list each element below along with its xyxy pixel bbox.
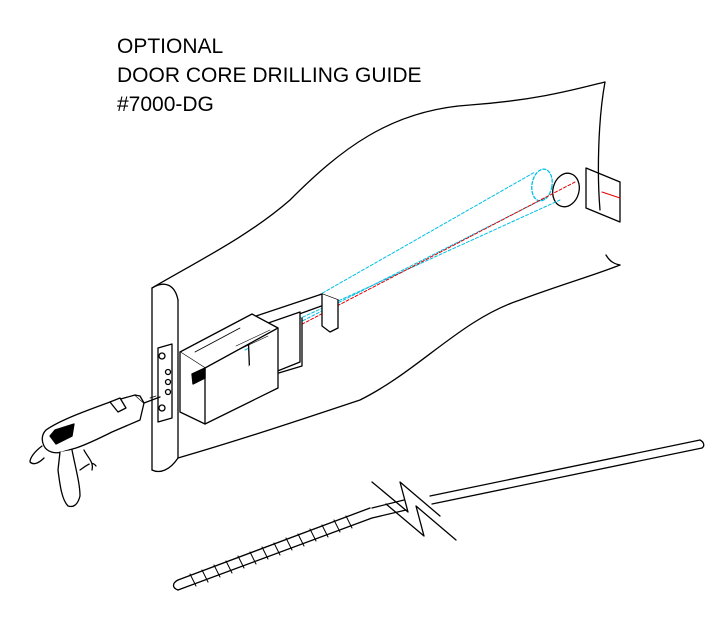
door-core-hole bbox=[531, 168, 580, 208]
door-panel bbox=[151, 81, 621, 473]
title-line-guide-name: DOOR CORE DRILLING GUIDE bbox=[117, 64, 422, 87]
title-line-part-number: #7000-DG bbox=[117, 93, 214, 116]
drill-bit-icon bbox=[172, 439, 705, 591]
diagram-title: OPTIONAL DOOR CORE DRILLING GUIDE #7000-… bbox=[117, 32, 422, 119]
drilling-guide-jig bbox=[179, 293, 339, 425]
drill-icon bbox=[29, 394, 161, 508]
title-line-optional: OPTIONAL bbox=[117, 35, 224, 58]
edge-faceplate bbox=[157, 343, 173, 423]
strike-plate bbox=[585, 167, 621, 223]
